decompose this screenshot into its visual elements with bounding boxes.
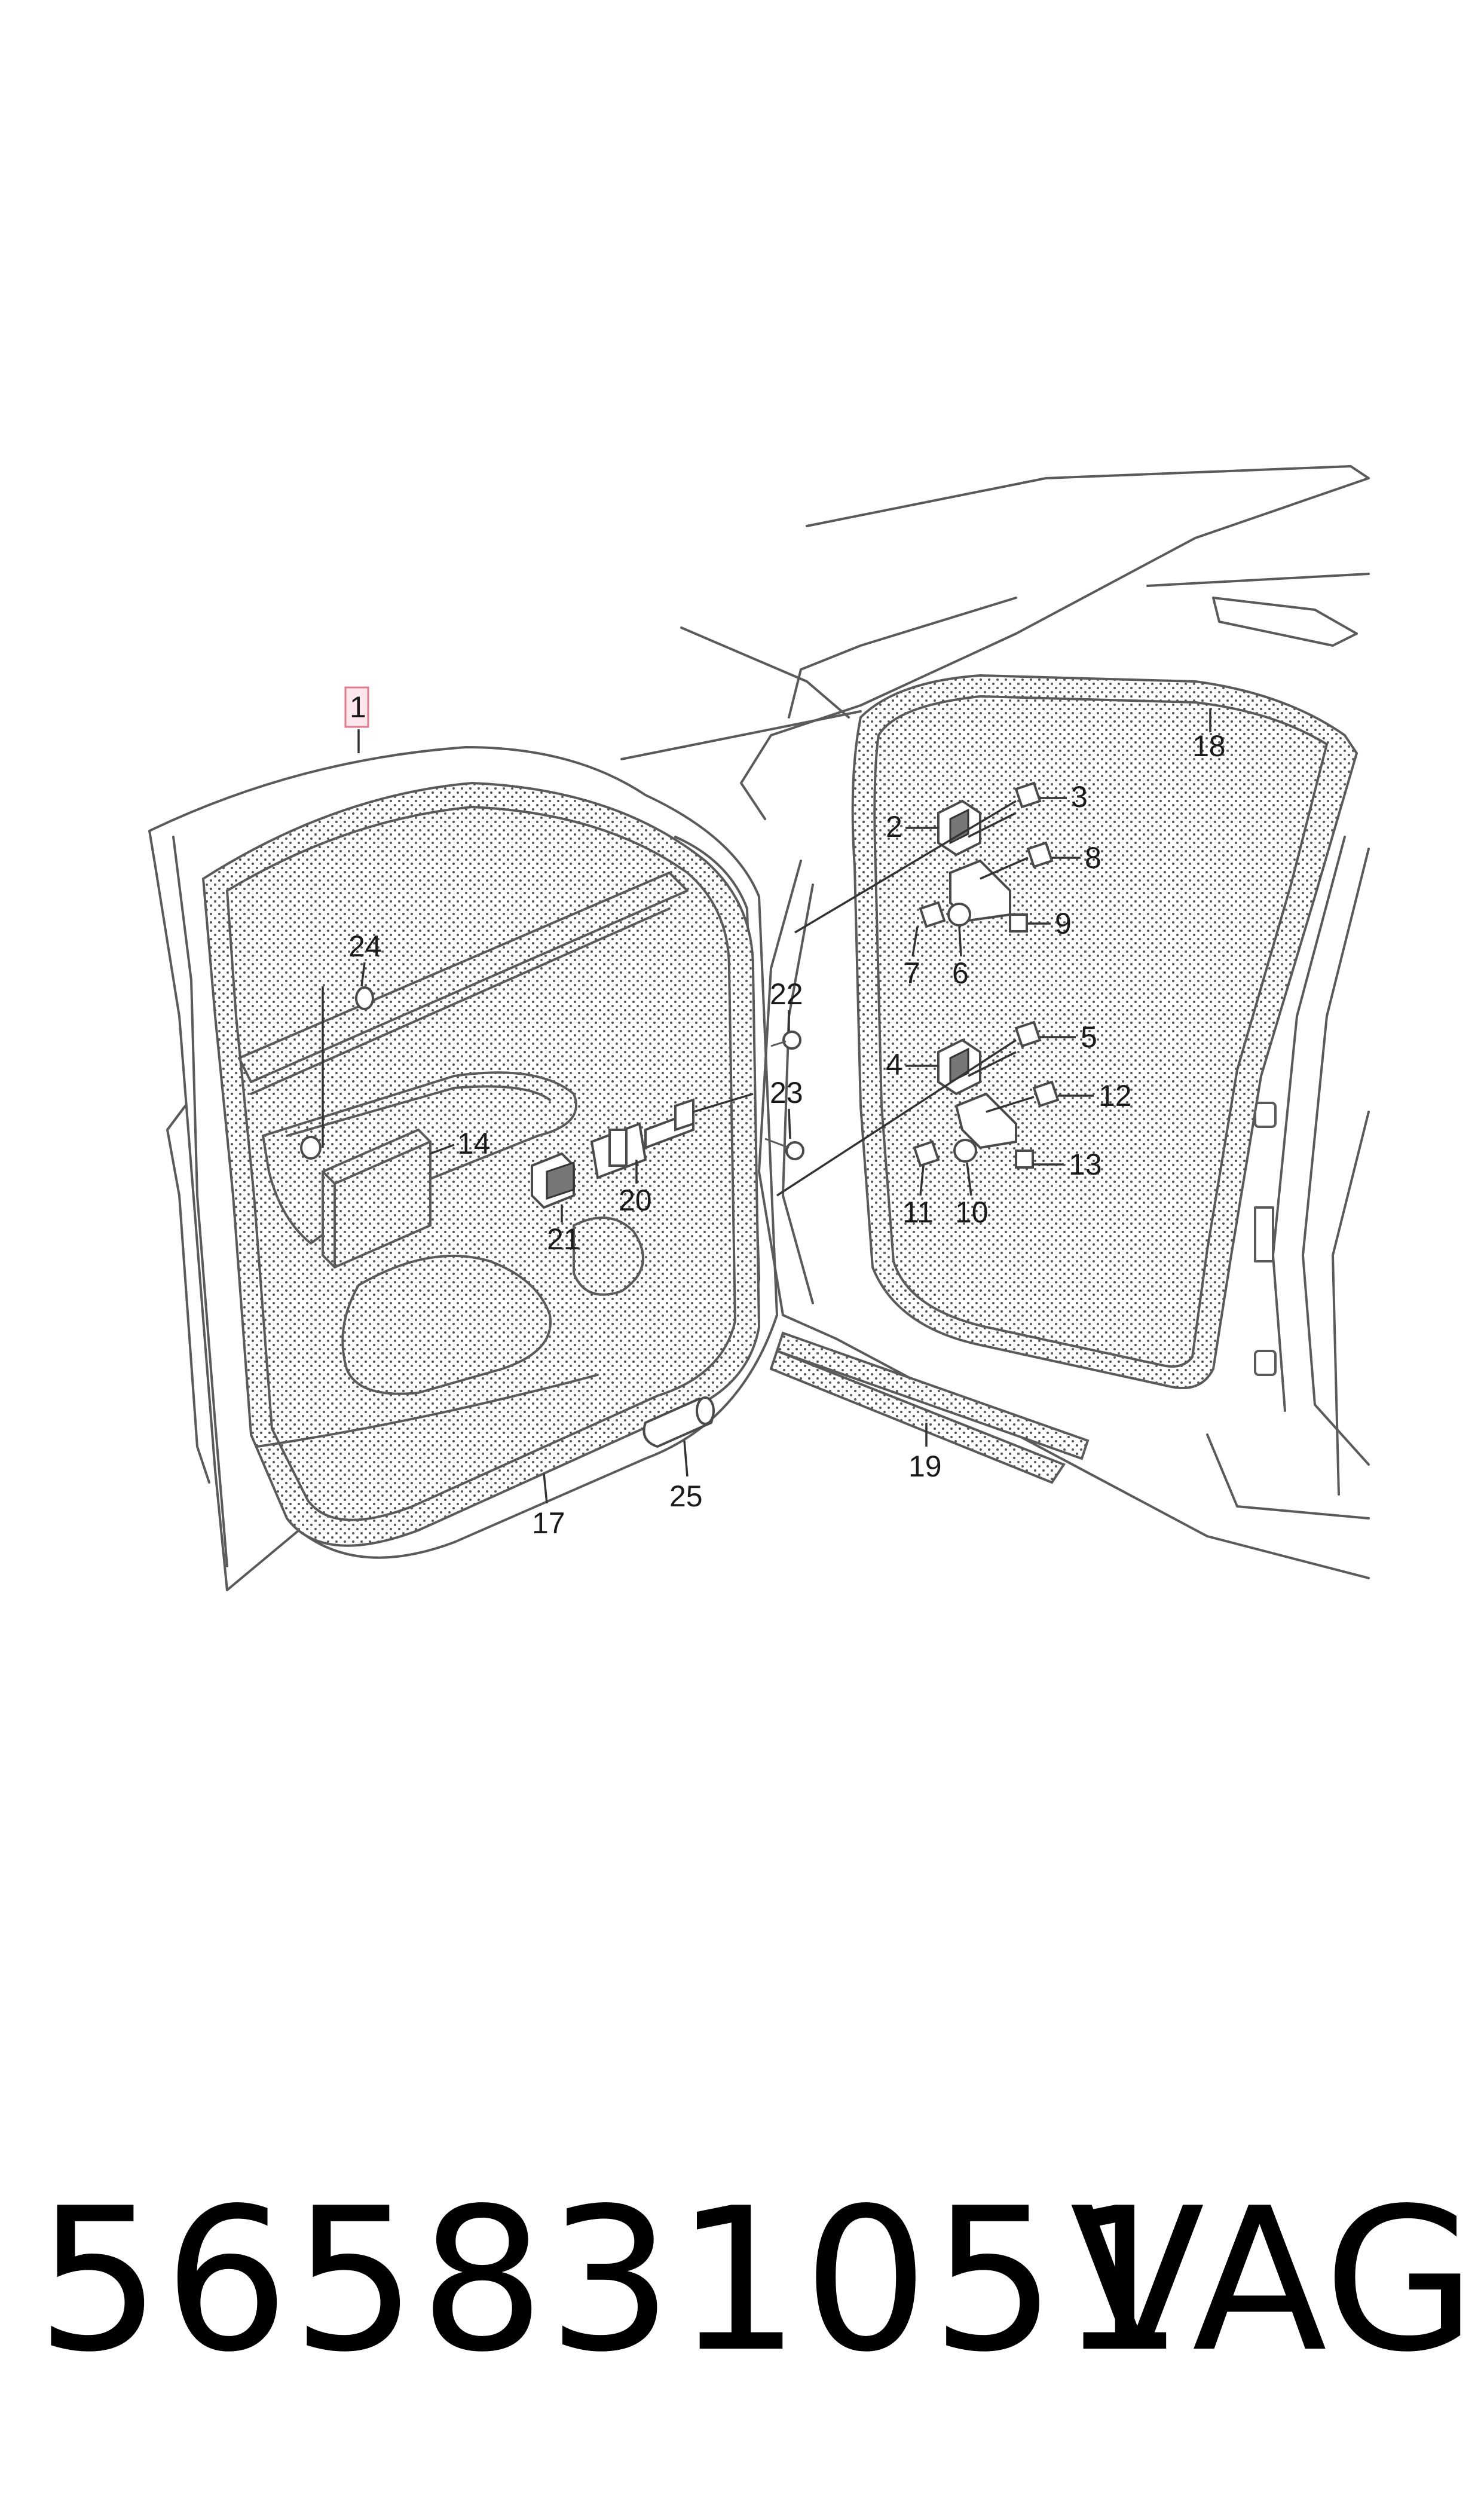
callout-22: 22 [770, 977, 803, 1031]
bolt-22 [770, 1031, 801, 1050]
svg-text:1: 1 [350, 690, 366, 724]
grommet-upper [355, 986, 374, 1010]
callout-13: 13 [1033, 1148, 1102, 1181]
callout-3: 3 [1040, 780, 1088, 814]
callout-11: 11 [902, 1165, 934, 1229]
callout-24: 24 [348, 930, 382, 987]
callout-2: 2 [886, 810, 938, 843]
part-number-label: 565831051 [36, 2166, 1187, 2395]
callout-7: 7 [904, 926, 920, 990]
svg-text:20: 20 [619, 1184, 652, 1217]
svg-text:13: 13 [1069, 1148, 1102, 1181]
grommet-lower [300, 1136, 322, 1160]
svg-text:2: 2 [886, 810, 902, 843]
svg-text:9: 9 [1055, 907, 1072, 940]
svg-text:25: 25 [669, 1479, 703, 1513]
callout-10: 10 [955, 1162, 989, 1229]
bolt-23 [764, 1138, 804, 1160]
svg-text:11: 11 [902, 1196, 934, 1229]
callout-25: 25 [669, 1440, 703, 1513]
callout-19: 19 [908, 1423, 942, 1483]
callout-6: 6 [952, 926, 969, 990]
door-buffer [531, 1152, 575, 1209]
door-check-strap [590, 1093, 754, 1179]
svg-text:8: 8 [1085, 841, 1101, 875]
door-opening-seal [851, 674, 1358, 1389]
svg-text:18: 18 [1192, 729, 1226, 763]
brand-label: VAG [1070, 2166, 1477, 2395]
callout-5: 5 [1040, 1020, 1097, 1054]
callout-1: 1 [344, 686, 369, 753]
svg-text:12: 12 [1099, 1079, 1132, 1112]
svg-text:19: 19 [908, 1450, 942, 1483]
svg-text:22: 22 [770, 977, 803, 1011]
callout-1-highlight [344, 686, 369, 728]
car-body [620, 465, 1370, 1579]
callout-21: 21 [547, 1204, 580, 1256]
inner-door-panel [238, 872, 689, 1448]
svg-text:7: 7 [904, 956, 920, 990]
callout-20: 20 [619, 1160, 652, 1217]
door-seal [201, 781, 761, 1547]
insulation-pad [322, 1128, 432, 1269]
callout-9: 9 [1028, 907, 1072, 940]
svg-text:24: 24 [348, 930, 382, 963]
svg-text:4: 4 [886, 1048, 902, 1081]
svg-text:6: 6 [952, 956, 969, 990]
svg-text:17: 17 [532, 1506, 565, 1540]
callout-23: 23 [770, 1076, 803, 1139]
svg-text:14: 14 [457, 1127, 491, 1160]
plug-25 [642, 1396, 715, 1448]
callout-14: 14 [430, 1127, 491, 1160]
lower-hinge [776, 1020, 1060, 1197]
callout-12: 12 [1058, 1079, 1132, 1112]
svg-text:10: 10 [955, 1196, 989, 1229]
svg-text:23: 23 [770, 1076, 803, 1109]
callout-18: 18 [1192, 708, 1226, 763]
callout-4: 4 [886, 1048, 938, 1081]
svg-text:3: 3 [1071, 780, 1088, 814]
upper-hinge [794, 781, 1054, 934]
sill-strip [769, 1331, 1090, 1484]
svg-text:21: 21 [547, 1222, 580, 1256]
callout-17: 17 [532, 1473, 565, 1540]
callout-8: 8 [1052, 841, 1101, 875]
svg-text:5: 5 [1081, 1020, 1097, 1054]
